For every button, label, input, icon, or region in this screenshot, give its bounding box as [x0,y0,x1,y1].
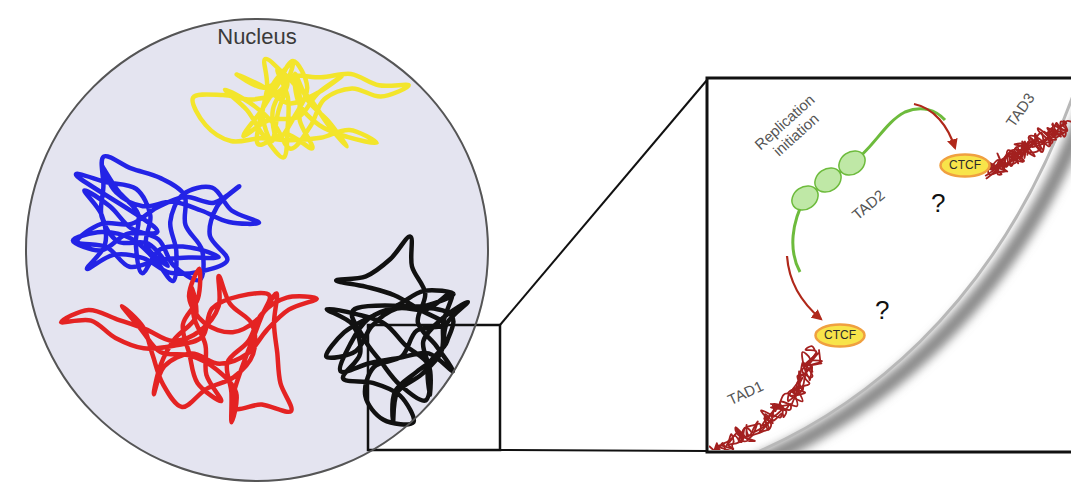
chromosome-territory [326,237,468,425]
tad-coil [986,116,1071,179]
chromatin [61,59,468,424]
nucleus-circle: Nucleus [25,18,489,482]
red-arrow [787,256,821,319]
protein-label: CTCF [949,158,981,172]
nucleus-border [26,19,488,481]
protein-label: CTCF [824,328,856,342]
ctcf-protein: CTCF [814,323,866,348]
nucleus-fill [25,18,489,482]
chromosome-territory [61,269,317,423]
zoom-line [500,80,707,325]
protein-ellipse [941,154,990,176]
zoom-frame [368,325,500,450]
question-mark: ? [931,189,945,218]
replication-origin [834,146,870,180]
question-mark: ? [875,296,889,325]
region-label: Replication initiation [744,84,837,172]
node-outline [25,18,489,482]
nucleus-label: Nucleus [25,24,489,50]
zoom-line [500,450,707,451]
tad-chromatin [709,116,1071,450]
region-label: TAD2 [849,186,888,223]
tad-coil [709,352,822,450]
region-label: TAD3 [1003,90,1038,130]
ctcf-protein: CTCF [939,153,991,178]
chromosome-territory [193,59,409,158]
region-label: TAD1 [725,377,766,408]
red-arrow [914,104,955,148]
zoom-panel [707,78,1071,452]
protein-ellipse [816,324,865,346]
tad-coil [711,346,816,450]
chromosome-territory [73,156,259,281]
